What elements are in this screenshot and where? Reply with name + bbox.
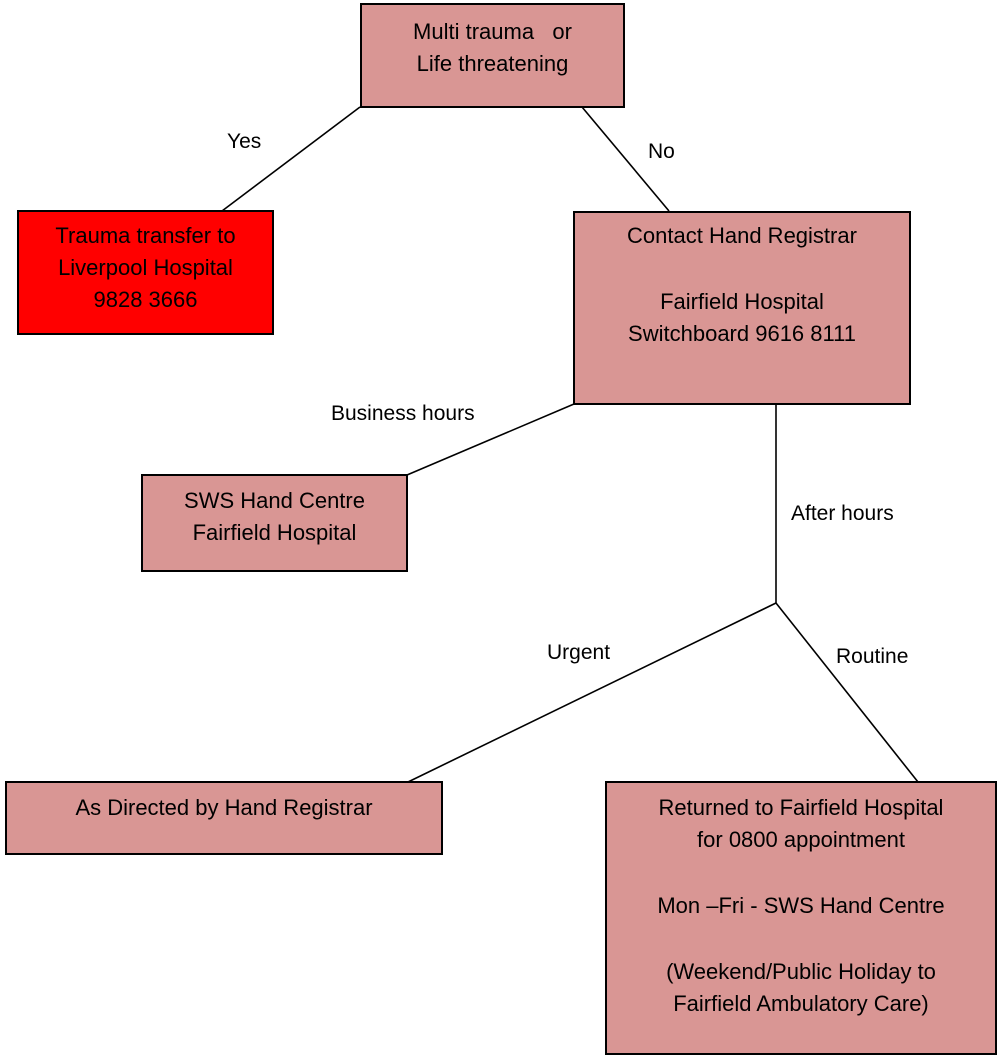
node-returned-line4: (Weekend/Public Holiday to xyxy=(666,959,936,984)
node-returned-line5: Fairfield Ambulatory Care) xyxy=(673,991,929,1016)
node-hand-centre-line2: Fairfield Hospital xyxy=(192,520,357,545)
edge-label-yes: Yes xyxy=(227,130,262,153)
node-returned-line1: Returned to Fairfield Hospital xyxy=(658,795,944,820)
node-as-directed: As Directed by Hand Registrar xyxy=(5,781,443,855)
edge-business-hours-line xyxy=(406,403,575,476)
node-sws-hand-centre: SWS Hand Centre Fairfield Hospital xyxy=(141,474,408,572)
node-registrar-line1: Contact Hand Registrar xyxy=(627,223,857,248)
edge-yes-line xyxy=(221,106,361,212)
edge-label-business-hours: Business hours xyxy=(331,402,475,425)
node-returned-line2: for 0800 appointment xyxy=(697,827,905,852)
node-returned-fairfield: Returned to Fairfield Hospital for 0800 … xyxy=(605,781,997,1055)
edge-label-routine: Routine xyxy=(836,645,909,668)
node-trauma-transfer: Trauma transfer to Liverpool Hospital 98… xyxy=(17,210,274,335)
edge-routine-line xyxy=(775,602,919,783)
edge-no-line xyxy=(581,106,670,212)
node-hand-centre-line1: SWS Hand Centre xyxy=(184,488,365,513)
node-multi-trauma: Multi trauma or Life threatening xyxy=(360,3,625,108)
node-returned-line3: Mon –Fri - SWS Hand Centre xyxy=(657,893,945,918)
node-multi-trauma-line1: Multi trauma or xyxy=(413,19,572,44)
node-registrar-line3: Switchboard 9616 8111 xyxy=(628,321,856,346)
node-contact-registrar: Contact Hand Registrar Fairfield Hospita… xyxy=(573,211,911,405)
node-trauma-line2: Liverpool Hospital xyxy=(58,255,233,280)
node-trauma-line1: Trauma transfer to xyxy=(55,223,236,248)
node-directed-line1: As Directed by Hand Registrar xyxy=(75,795,373,820)
node-trauma-line3: 9828 3666 xyxy=(93,287,198,312)
edge-label-no: No xyxy=(648,140,675,163)
edge-label-after-hours: After hours xyxy=(791,502,894,525)
edge-label-urgent: Urgent xyxy=(547,641,611,664)
edge-urgent-line xyxy=(407,602,777,783)
node-multi-trauma-line2: Life threatening xyxy=(416,51,569,76)
node-registrar-line2: Fairfield Hospital xyxy=(660,289,824,314)
